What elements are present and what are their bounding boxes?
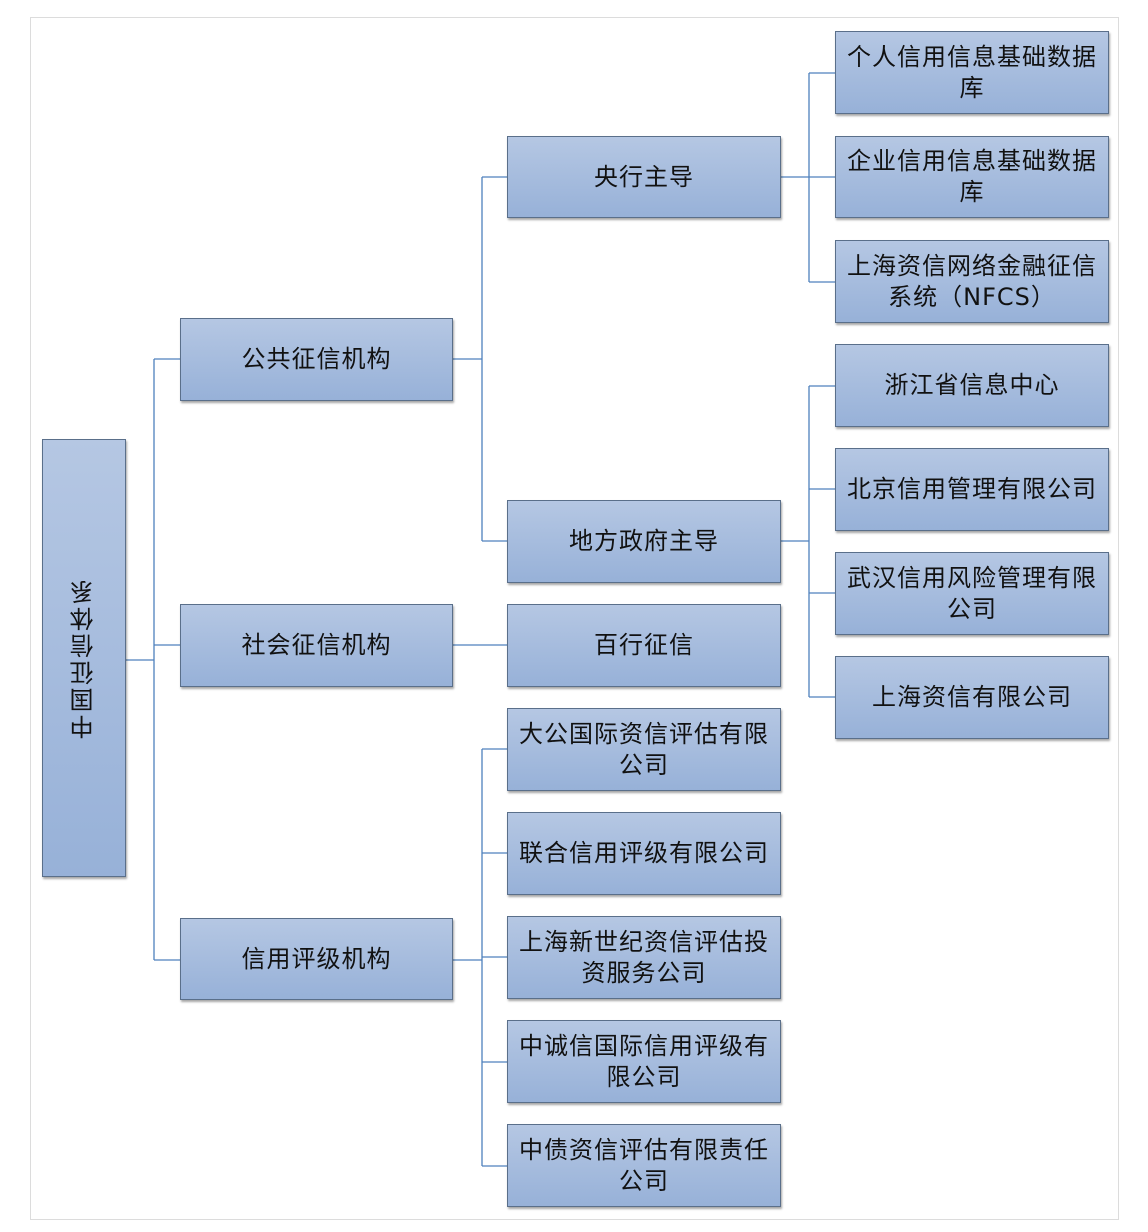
node-label: 地方政府主导 — [569, 527, 719, 555]
node-wuhan-credit-risk: 武汉信用风险管理有限公司 — [835, 552, 1109, 635]
node-label: 上海资信网络金融征信系统（NFCS） — [847, 251, 1097, 311]
node-ccxi: 中诚信国际信用评级有限公司 — [507, 1020, 781, 1103]
node-central-bank-led: 央行主导 — [507, 136, 781, 218]
node-public-credit: 公共征信机构 — [180, 318, 453, 401]
node-shanghai-credit-info: 上海资信有限公司 — [835, 656, 1109, 739]
node-label: 浙江省信息中心 — [884, 371, 1060, 399]
node-label: 公共征信机构 — [241, 345, 392, 373]
node-baihang-credit: 百行征信 — [507, 604, 781, 687]
node-label: 个人信用信息基础数据库 — [847, 42, 1097, 102]
root-node: 中国征信体系 — [42, 439, 126, 877]
node-personal-credit-db: 个人信用信息基础数据库 — [835, 31, 1109, 114]
node-label: 联合信用评级有限公司 — [519, 839, 769, 867]
node-label: 社会征信机构 — [241, 631, 392, 659]
node-label: 上海资信有限公司 — [872, 683, 1072, 711]
node-enterprise-credit-db: 企业信用信息基础数据库 — [835, 136, 1109, 218]
node-label: 北京信用管理有限公司 — [847, 475, 1097, 503]
node-chinabond-rating: 中债资信评估有限责任公司 — [507, 1124, 781, 1207]
node-zhejiang-info-center: 浙江省信息中心 — [835, 344, 1109, 427]
node-lianhe: 联合信用评级有限公司 — [507, 812, 781, 895]
node-label: 中诚信国际信用评级有限公司 — [519, 1031, 769, 1091]
node-label: 企业信用信息基础数据库 — [847, 147, 1097, 206]
root-label: 中国征信体系 — [69, 577, 98, 739]
node-social-credit: 社会征信机构 — [180, 604, 453, 687]
node-shanghai-brilliance: 上海新世纪资信评估投资服务公司 — [507, 916, 781, 999]
node-label: 大公国际资信评估有限公司 — [519, 719, 769, 779]
node-dagong: 大公国际资信评估有限公司 — [507, 708, 781, 791]
node-label: 百行征信 — [594, 631, 694, 659]
node-rating-agencies: 信用评级机构 — [180, 918, 453, 1000]
node-beijing-credit-mgmt: 北京信用管理有限公司 — [835, 448, 1109, 531]
node-label: 央行主导 — [594, 162, 694, 191]
node-label: 武汉信用风险管理有限公司 — [847, 563, 1097, 623]
node-local-gov-led: 地方政府主导 — [507, 500, 781, 583]
node-label: 中债资信评估有限责任公司 — [519, 1135, 769, 1195]
node-label: 上海新世纪资信评估投资服务公司 — [519, 927, 769, 987]
node-nfcs: 上海资信网络金融征信系统（NFCS） — [835, 240, 1109, 323]
node-label: 信用评级机构 — [241, 944, 392, 973]
